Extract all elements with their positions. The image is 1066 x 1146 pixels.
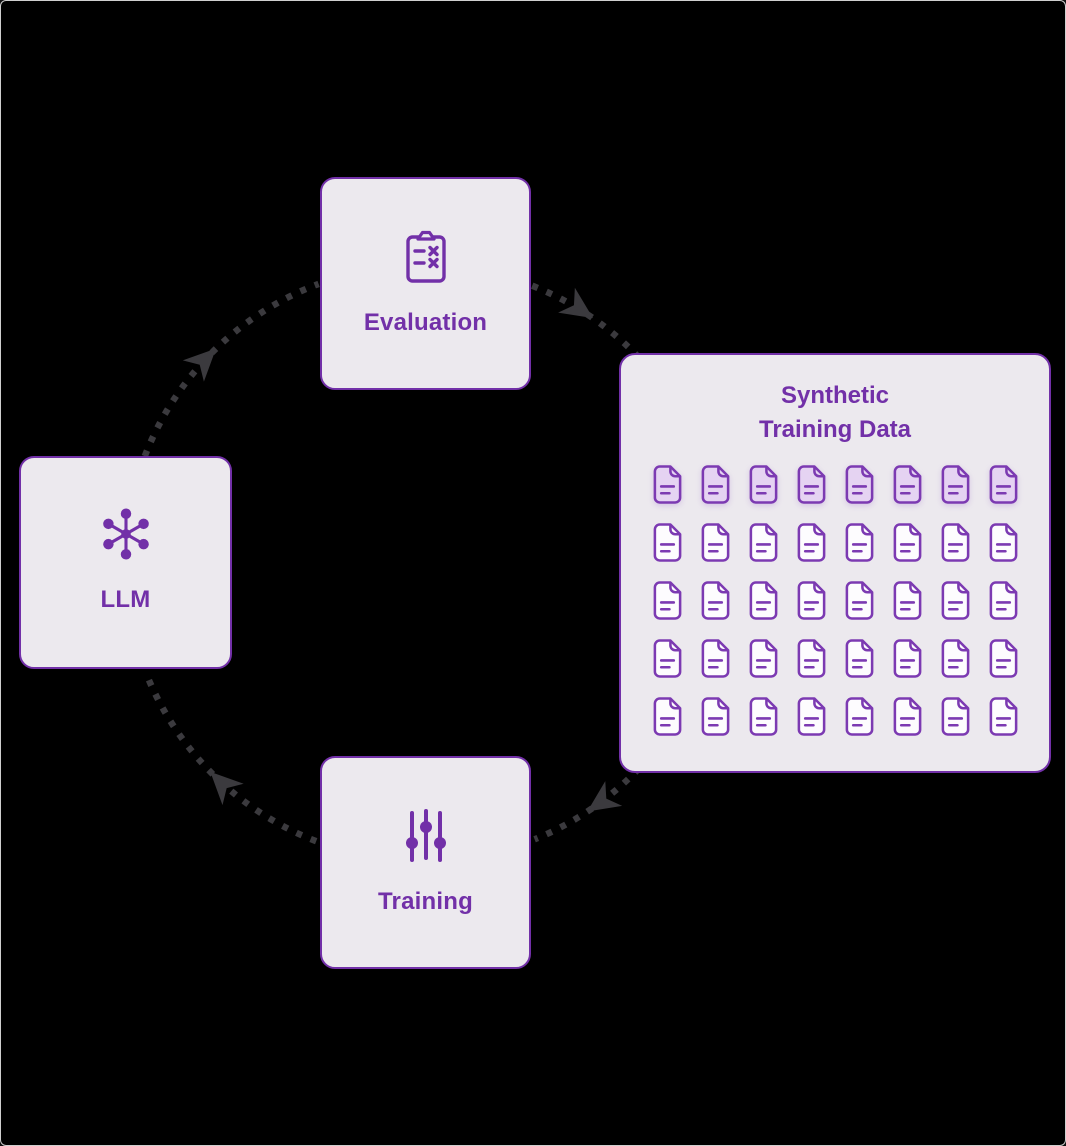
node-label-llm: LLM: [100, 586, 151, 613]
panel-title-line1: Synthetic: [780, 382, 890, 409]
document-icon: [941, 639, 969, 678]
document-icon: [941, 523, 969, 562]
document-icon: [989, 581, 1017, 620]
document-icon: [701, 581, 729, 620]
document-icon: [653, 581, 681, 620]
arrow-synthetic-to-training: [533, 765, 642, 843]
sliders-icon: [403, 808, 449, 864]
document-grid: [621, 464, 1049, 737]
document-icon: [749, 581, 777, 620]
node-evaluation: Evaluation: [320, 177, 531, 390]
document-row: [651, 464, 1020, 505]
document-icon: [701, 465, 729, 504]
panel-title-line2: Training Data: [758, 416, 912, 443]
document-icon: [653, 523, 681, 562]
document-icon: [797, 465, 825, 504]
document-icon: [845, 523, 873, 562]
arrowhead-icon: [558, 287, 594, 319]
document-icon: [701, 639, 729, 678]
arrowhead-icon: [182, 348, 217, 382]
document-icon: [845, 465, 873, 504]
document-icon: [653, 639, 681, 678]
document-row: [651, 638, 1020, 679]
document-icon: [749, 639, 777, 678]
document-icon: [845, 697, 873, 736]
panel-title: Synthetic Training Data: [621, 379, 1049, 447]
node-llm: LLM: [19, 456, 232, 669]
document-icon: [797, 639, 825, 678]
document-icon: [941, 697, 969, 736]
document-icon: [989, 697, 1017, 736]
arrow-evaluation-to-synthetic: [531, 282, 642, 361]
clipboard-checklist-icon: [403, 229, 449, 285]
document-icon: [893, 523, 921, 562]
document-icon: [893, 697, 921, 736]
hub-network-icon: [97, 506, 155, 562]
arrow-llm-to-evaluation: [141, 280, 320, 458]
document-icon: [989, 465, 1017, 504]
document-icon: [893, 581, 921, 620]
document-icon: [941, 465, 969, 504]
document-icon: [797, 523, 825, 562]
document-icon: [749, 697, 777, 736]
arrowhead-icon: [210, 771, 244, 806]
document-icon: [989, 639, 1017, 678]
document-icon: [749, 465, 777, 504]
document-icon: [989, 523, 1017, 562]
document-icon: [797, 697, 825, 736]
document-icon: [845, 639, 873, 678]
document-icon: [653, 465, 681, 504]
node-training: Training: [320, 756, 531, 969]
node-label-training: Training: [378, 888, 473, 915]
document-row: [651, 696, 1020, 737]
document-icon: [893, 639, 921, 678]
arrowhead-icon: [587, 781, 623, 812]
document-icon: [893, 465, 921, 504]
document-row: [651, 522, 1020, 563]
document-icon: [749, 523, 777, 562]
panel-synthetic-training-data: Synthetic Training Data: [619, 353, 1051, 773]
document-icon: [701, 523, 729, 562]
document-icon: [653, 697, 681, 736]
document-icon: [941, 581, 969, 620]
node-label-evaluation: Evaluation: [363, 309, 488, 336]
document-row: [651, 580, 1020, 621]
arrow-training-to-llm: [142, 671, 318, 845]
document-icon: [701, 697, 729, 736]
document-icon: [845, 581, 873, 620]
document-icon: [797, 581, 825, 620]
